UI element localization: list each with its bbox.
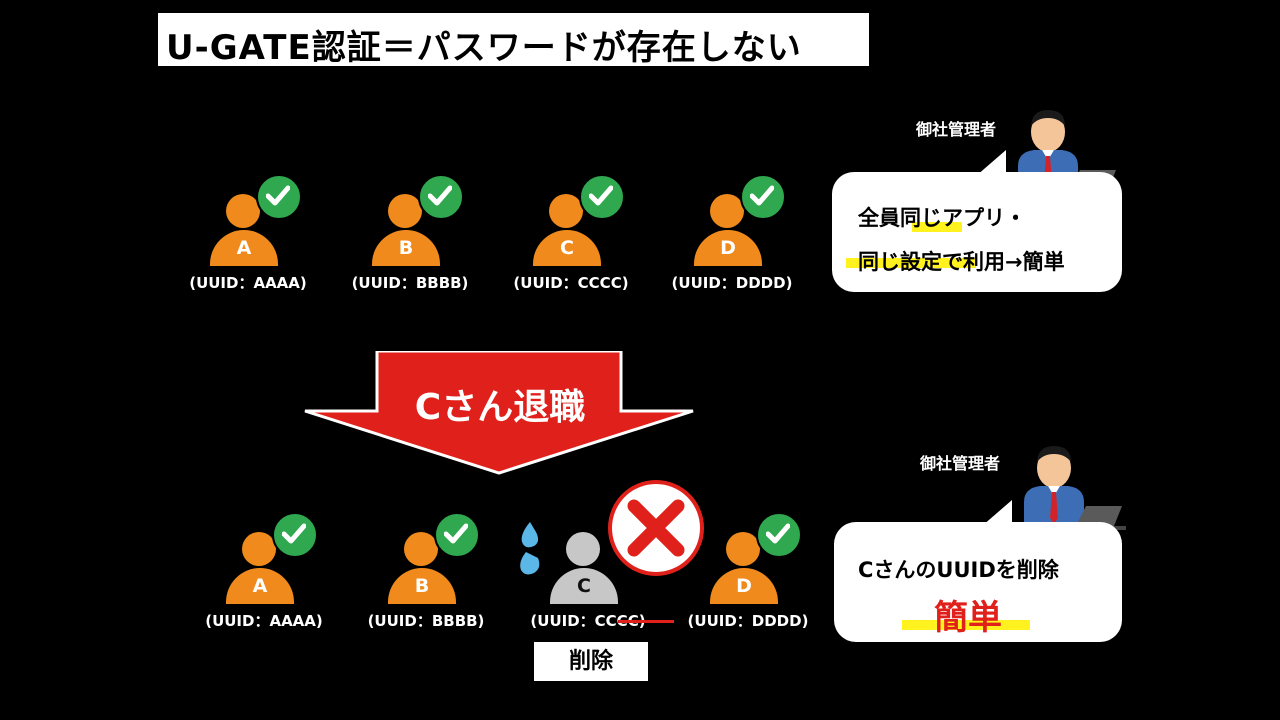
- admin-label: 御社管理者: [916, 120, 997, 139]
- user-a-after: A (UUID：AAAA): [194, 512, 334, 630]
- bubble-tail: [982, 500, 1012, 526]
- speech-bubble-after: CさんのUUIDを削除 簡単: [834, 522, 1122, 642]
- delete-label: 削除: [534, 642, 648, 681]
- user-a-before: A (UUID：AAAA): [178, 174, 318, 292]
- speech-bubble-before: 全員同じアプリ・ 同じ設定で利用→簡単: [832, 172, 1122, 292]
- highlight-mark: [902, 620, 1030, 630]
- user-uuid: (UUID：DDDD): [671, 274, 793, 292]
- user-d-after: D (UUID：DDDD): [678, 512, 818, 630]
- down-arrow: [304, 351, 694, 475]
- person-head: [726, 532, 760, 566]
- person-body: D: [694, 230, 762, 266]
- user-uuid: (UUID：AAAA): [205, 612, 323, 630]
- user-c-before: C (UUID：CCCC): [501, 174, 641, 292]
- user-uuid: (UUID：BBBB): [351, 274, 469, 292]
- title-banner: U-GATE認証＝パスワードが存在しない: [158, 13, 869, 68]
- user-letter: C: [560, 237, 574, 259]
- user-d-before: D (UUID：DDDD): [662, 174, 802, 292]
- person-body: C: [533, 230, 601, 266]
- person-head: [388, 194, 422, 228]
- person-body: B: [388, 568, 456, 604]
- user-uuid: (UUID：DDDD): [687, 612, 809, 630]
- bubble-text: 同じ設定で利用→簡単: [858, 250, 1065, 274]
- bubble-text: 全員同じアプリ・: [858, 206, 1026, 230]
- user-c-after-retired: C (UUID：CCCC): [518, 518, 674, 630]
- highlight-mark: [912, 222, 962, 232]
- arrow-label: Cさん退職: [414, 387, 586, 428]
- user-letter: B: [398, 237, 414, 259]
- bubble-text: CさんのUUIDを削除: [858, 558, 1059, 582]
- user-letter: C: [577, 575, 591, 597]
- page-title: U-GATE認証＝パスワードが存在しない: [166, 28, 802, 68]
- user-letter: D: [720, 237, 736, 259]
- person-head: [710, 194, 744, 228]
- person-body: C: [550, 568, 618, 604]
- person-body: A: [210, 230, 278, 266]
- check-icon: [579, 174, 625, 220]
- person-head: [242, 532, 276, 566]
- user-uuid: (UUID：BBBB): [367, 612, 485, 630]
- highlight-mark: [846, 258, 976, 268]
- strikethrough-line: [618, 620, 674, 623]
- user-uuid-deleted: (UUID：CCCC): [530, 612, 646, 630]
- check-icon: [272, 512, 318, 558]
- person-head: [404, 532, 438, 566]
- person-head: [566, 532, 600, 566]
- user-letter: D: [736, 575, 752, 597]
- admin-icon: [1024, 446, 1126, 530]
- user-b-after: B (UUID：BBBB): [356, 512, 496, 630]
- person-head: [549, 194, 583, 228]
- bubble-tail: [976, 150, 1006, 176]
- user-uuid: (UUID：AAAA): [189, 274, 307, 292]
- check-icon: [256, 174, 302, 220]
- bubble-emphasis: 簡単: [934, 598, 1002, 638]
- check-icon: [756, 512, 802, 558]
- user-letter: A: [236, 237, 252, 259]
- admin-label: 御社管理者: [920, 454, 1001, 473]
- person-body: B: [372, 230, 440, 266]
- person-head: [226, 194, 260, 228]
- user-uuid: (UUID：CCCC): [513, 274, 629, 292]
- person-body: D: [710, 568, 778, 604]
- check-icon: [740, 174, 786, 220]
- user-b-before: B (UUID：BBBB): [340, 174, 480, 292]
- check-icon: [418, 174, 464, 220]
- user-letter: A: [252, 575, 268, 597]
- check-icon: [434, 512, 480, 558]
- user-letter: B: [414, 575, 430, 597]
- person-body: A: [226, 568, 294, 604]
- sweat-drops-icon: [520, 522, 540, 575]
- cross-icon: [608, 480, 704, 576]
